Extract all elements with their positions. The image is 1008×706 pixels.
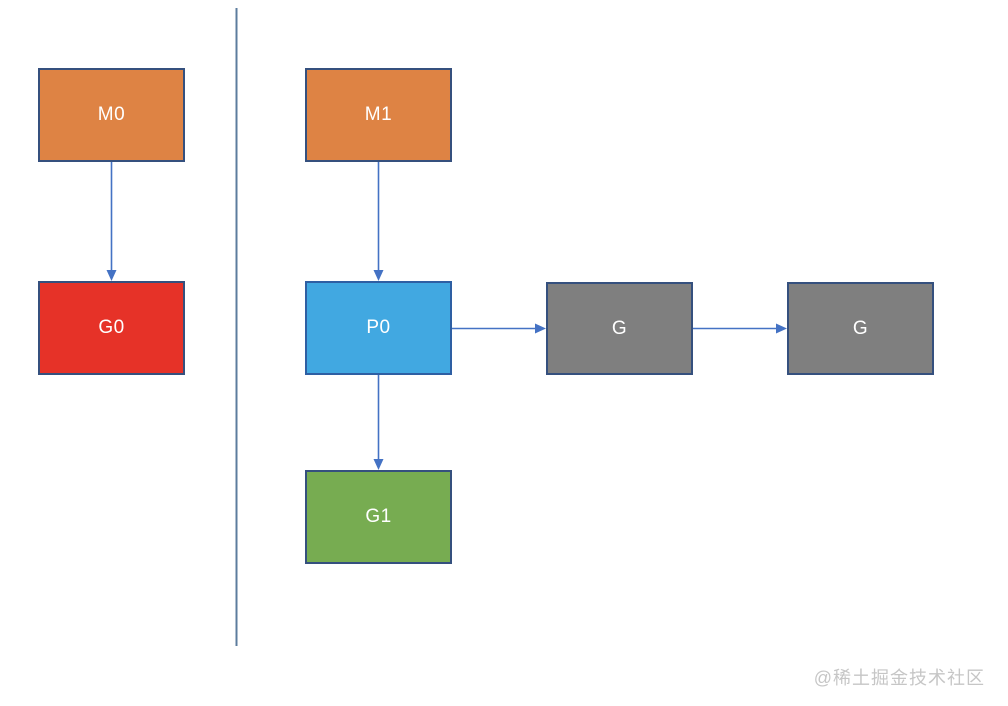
- node-m0: M0: [38, 68, 185, 162]
- node-g-queue-2-label: G: [852, 317, 869, 339]
- node-m0-label: M0: [97, 104, 126, 125]
- node-p0-label: P0: [366, 317, 391, 338]
- node-m1-label: M1: [364, 104, 393, 125]
- arrow-p0-g1: [373, 375, 384, 470]
- watermark: @稀土掘金技术社区: [813, 668, 985, 688]
- node-g0: G0: [38, 281, 185, 375]
- node-m1: M1: [305, 68, 452, 162]
- node-g-queue-2: G: [787, 282, 934, 375]
- node-g0-label: G0: [98, 317, 125, 338]
- arrow-gq1-gq2: [693, 323, 787, 334]
- arrow-m0-g0: [106, 162, 117, 281]
- node-p0: P0: [305, 281, 452, 375]
- arrow-m1-p0: [373, 162, 384, 281]
- node-g1: G1: [305, 470, 452, 564]
- node-g-queue-1-label: G: [611, 317, 628, 339]
- arrow-p0-gq1: [452, 323, 546, 334]
- node-g-queue-1: G: [546, 282, 693, 375]
- node-g1-label: G1: [365, 506, 392, 527]
